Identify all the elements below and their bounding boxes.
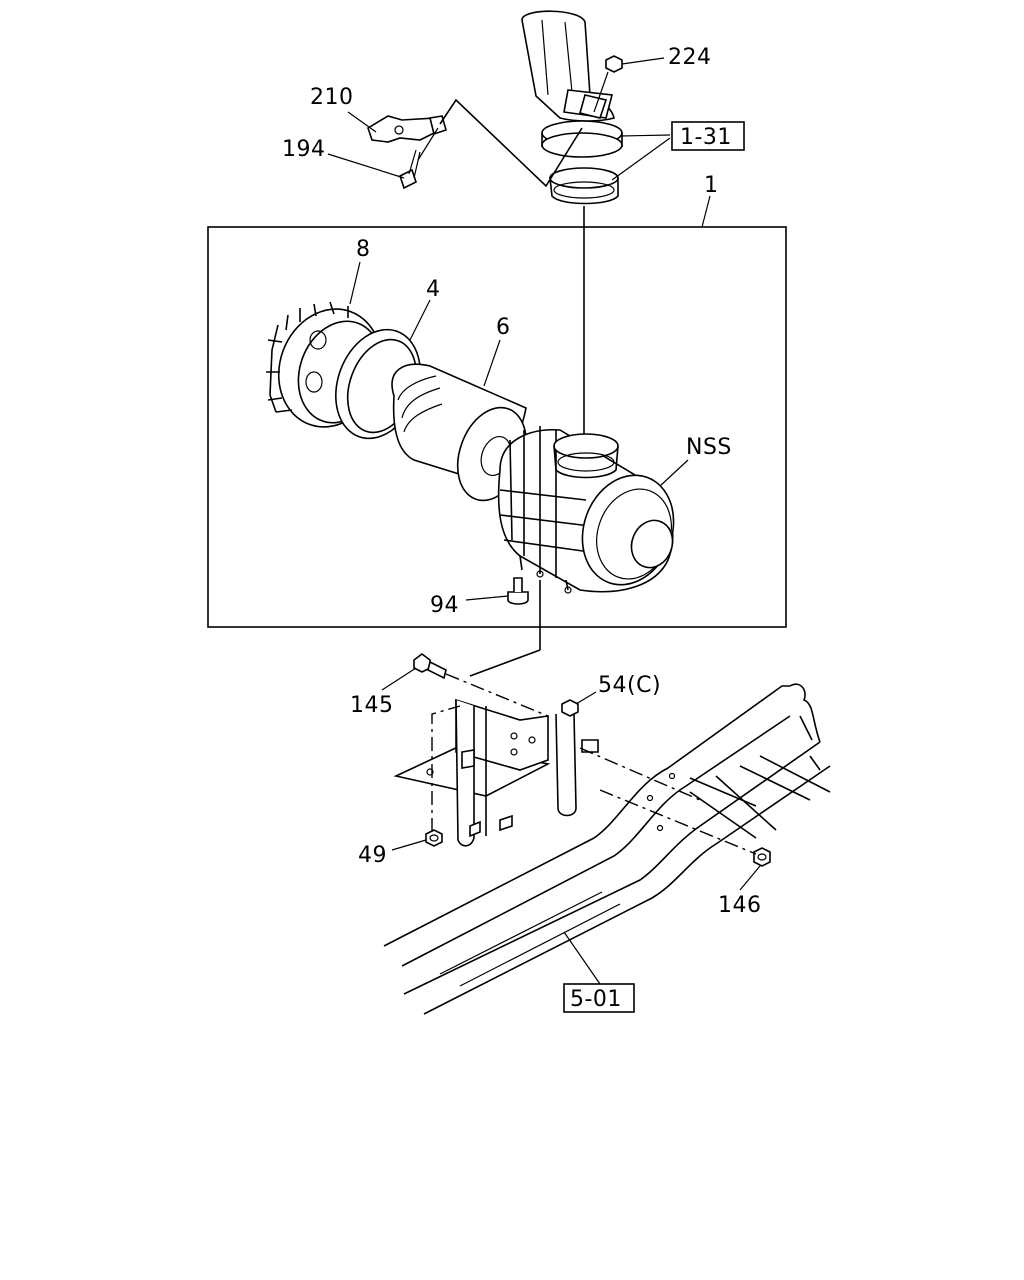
frame-rail-part <box>383 683 831 1015</box>
bolt-145-dashline <box>445 673 549 717</box>
bolt-94-part <box>507 577 529 605</box>
label-6: 6 <box>496 315 511 340</box>
label-ref-5-01: 5-01 <box>570 987 622 1012</box>
ref-box-5-01 <box>563 983 635 1013</box>
mounting-bracket-part <box>393 698 599 847</box>
label-1: 1 <box>704 173 719 198</box>
bolt-145-part <box>413 653 447 680</box>
bolt-194-part <box>399 149 421 190</box>
nut-146-part <box>753 847 771 867</box>
label-194: 194 <box>282 137 326 162</box>
label-54c: 54(C) <box>598 673 661 698</box>
label-nss: NSS <box>686 435 732 460</box>
leader-lines <box>327 57 761 985</box>
label-4: 4 <box>426 277 441 302</box>
label-ref-1-31: 1-31 <box>680 125 732 150</box>
ref-box-1-31 <box>671 121 745 151</box>
element-6-part <box>391 363 528 502</box>
label-146: 146 <box>718 893 762 918</box>
nut-54c-part <box>561 699 579 717</box>
hose-clamp-rings <box>541 120 623 205</box>
label-145: 145 <box>350 693 394 718</box>
nut-49-dashline <box>431 705 461 832</box>
bracket-link-line <box>439 98 583 188</box>
label-94: 94 <box>430 593 459 618</box>
bracket-210-part <box>367 115 447 143</box>
housing-part <box>497 426 675 594</box>
label-49: 49 <box>358 843 387 868</box>
label-210: 210 <box>310 85 354 110</box>
nut-49-part <box>425 829 443 847</box>
bolt-link-line <box>417 127 439 161</box>
nut-224-part <box>593 55 623 113</box>
label-224: 224 <box>668 45 712 70</box>
intake-duct <box>521 10 615 122</box>
nut-146-dashline <box>599 789 757 855</box>
assembly-1-frame <box>207 226 787 628</box>
label-8: 8 <box>356 237 371 262</box>
